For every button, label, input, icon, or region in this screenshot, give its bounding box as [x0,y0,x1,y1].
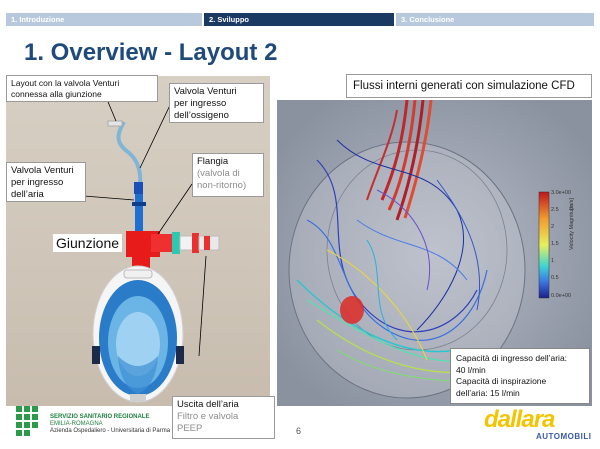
callout-venturi-ossigeno-line3: dell’ossigeno [174,110,229,121]
cfd-title: Flussi interni generati con simulazione … [346,74,592,98]
callout-uscita-line3: PEEP [177,423,203,434]
scale-tick-6: 0.0e+00 [551,293,572,299]
footer-logo-line1: SERVIZIO SANITARIO REGIONALE [50,414,150,420]
tab-conclusione: 3. Conclusione [396,13,594,26]
callout-layout-line1: Layout con la valvola Venturi [11,78,120,88]
callout-uscita-line1: Uscita dell’aria [177,399,239,410]
mask-photo [6,76,270,406]
page-title: 1. Overview - Layout 2 [24,39,278,66]
info-line2: 40 l/min [456,364,486,375]
scale-unit: [m/s] [569,198,575,210]
dallara-logo: dallara [484,406,555,433]
scale-tick-1: 2.5 [551,207,559,213]
callout-flangia-line1: Flangia [197,156,229,167]
info-line1: Capacità di ingresso dell’aria: [456,353,568,363]
callout-flangia: Flangia (valvola di non-ritorno) [192,153,264,197]
callout-venturi-ossigeno-line1: Valvola Venturi [174,86,237,97]
cfd-streamlines [277,100,592,406]
tab-introduzione: 1. Introduzione [6,13,202,26]
callout-venturi-aria-line3: dell’aria [11,189,44,200]
info-line4: dell’aria: 15 l/min [456,387,520,398]
callout-flangia-line2: (valvola di [197,168,240,179]
callout-venturi-ossigeno-line2: per ingresso [174,98,227,109]
label-giunzione: Giunzione [53,234,123,252]
scale-tick-0: 3.0e+00 [551,190,572,196]
cfd-info-box: Capacità di ingresso dell’aria: 40 l/min… [450,348,590,404]
info-line3: Capacità di inspirazione [456,376,547,386]
callout-venturi-ossigeno: Valvola Venturi per ingresso dell’ossige… [169,83,264,123]
scale-tick-4: 1 [551,258,555,264]
callout-flangia-line3: non-ritorno) [197,180,247,191]
footer-logo-line3: Azienda Ospedaliero - Universitaria di P… [50,428,171,434]
callout-uscita-aria: Uscita dell’aria Filtro e valvola PEEP [172,396,275,439]
regione-logo-icon [16,406,38,436]
scale-label: Velocity Magnitude [569,203,575,250]
automobili-logo-text: AUTOMOBILI [536,432,592,441]
scale-tick-3: 1.5 [551,241,559,247]
callout-layout-line2: connessa alla giunzione [11,89,102,99]
callout-layout: Layout con la valvola Venturi connessa a… [6,75,158,102]
tab-sviluppo: 2. Sviluppo [204,13,394,26]
callout-venturi-aria-line2: per ingresso [11,177,64,188]
callout-uscita-line2: Filtro e valvola [177,411,239,422]
scale-tick-5: 0.5 [551,275,559,281]
mask-illustration [83,96,220,403]
page-number: 6 [296,426,302,436]
cfd-simulation-image: 3.0e+00 2.5 2 1.5 1 0.5 0.0e+00 Velocity… [277,100,592,406]
callout-venturi-aria: Valvola Venturi per ingresso dell’aria [6,162,86,202]
callout-venturi-aria-line1: Valvola Venturi [11,165,74,176]
scale-tick-2: 2 [551,224,555,230]
footer-logo-line2: EMILIA-ROMAGNA [50,421,103,427]
